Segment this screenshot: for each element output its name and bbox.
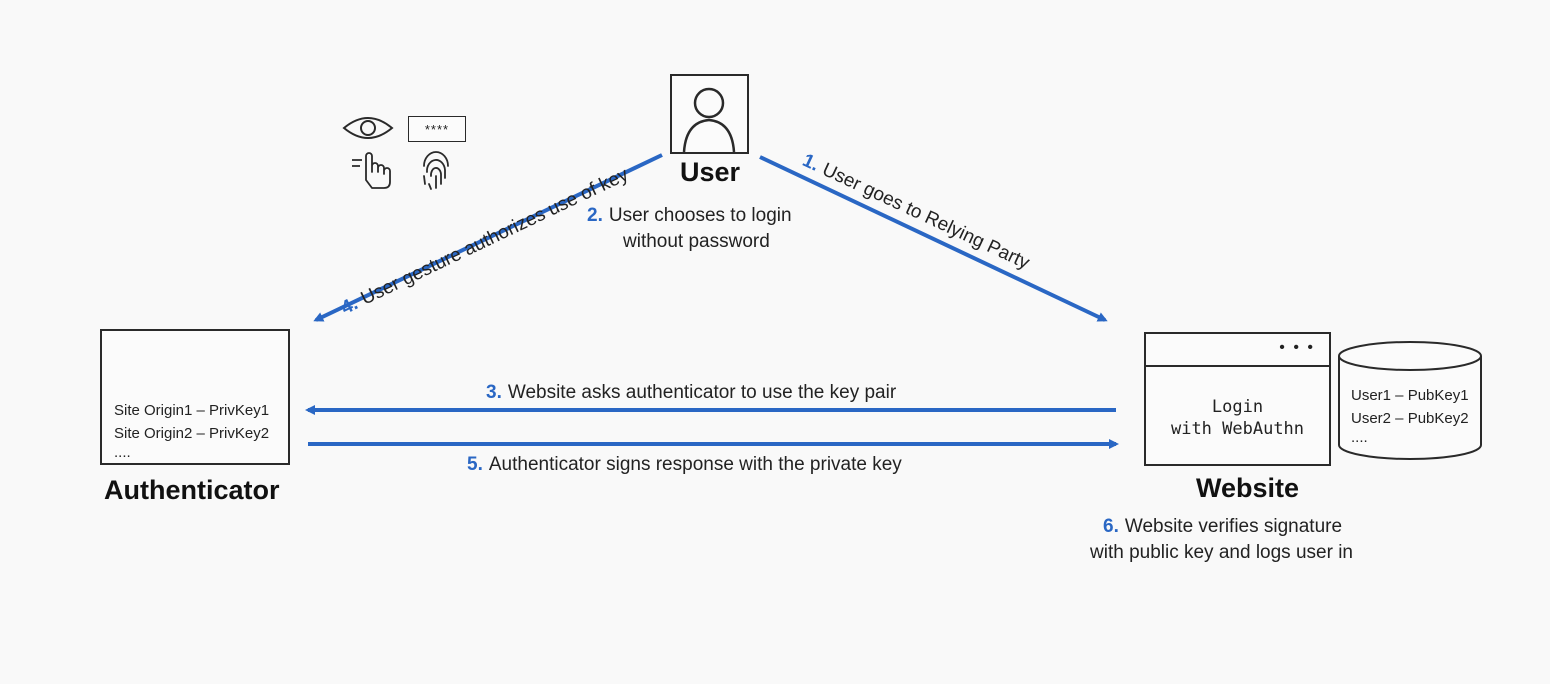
step-5-label: 5.Authenticator signs response with the … <box>467 454 902 476</box>
database-cylinder <box>1338 341 1482 460</box>
fingerprint-icon <box>423 151 449 190</box>
eye-icon <box>342 117 394 139</box>
step-2-label: 2.User chooses to login <box>587 205 792 227</box>
window-dots-icon: • • • <box>1279 339 1315 356</box>
database-key-list: User1 – PubKey1 User2 – PubKey2 .... <box>1351 384 1469 446</box>
arrow-user-to-website <box>759 155 1108 322</box>
touch-icon <box>352 152 391 189</box>
authenticator-entry: Site Origin2 – PrivKey2 <box>114 425 270 442</box>
authenticator-key-list: Site Origin1 – PrivKey1 Site Origin2 – P… <box>114 399 269 461</box>
login-line-2: with WebAuthn <box>1170 419 1305 439</box>
step-5-number: 5. <box>467 454 483 475</box>
database-entry: User2 – PubKey2 <box>1351 410 1469 427</box>
login-panel: Login with WebAuthn <box>1146 396 1329 440</box>
website-title-bar: • • • <box>1146 334 1329 367</box>
step-3-label: 3.Website asks authenticator to use the … <box>486 382 896 404</box>
step-3-number: 3. <box>486 382 502 403</box>
website-window: • • • Login with WebAuthn <box>1144 332 1331 466</box>
arrow-user-to-authenticator <box>313 153 663 322</box>
authenticator-entry: .... <box>114 444 131 461</box>
step-5-text: Authenticator signs response with the pr… <box>488 454 902 475</box>
step-2-line2: without password <box>623 231 770 252</box>
step-6-line1: Website verifies signature <box>1124 516 1343 537</box>
database-entry: .... <box>1351 429 1368 446</box>
database-entry: User1 – PubKey1 <box>1351 387 1469 404</box>
authenticator-title: Authenticator <box>104 475 280 505</box>
step-2-line1: User chooses to login <box>608 205 792 226</box>
pin-field-text: **** <box>424 121 450 137</box>
user-avatar-icon <box>670 74 749 154</box>
step-6-number: 6. <box>1103 516 1119 537</box>
step-3-text: Website asks authenticator to use the ke… <box>507 382 897 403</box>
authenticator-entry: Site Origin1 – PrivKey1 <box>114 402 270 419</box>
step-6-label: 6.Website verifies signature <box>1103 516 1342 538</box>
website-title: Website <box>1196 473 1300 503</box>
step-6-line2: with public key and logs user in <box>1090 542 1353 563</box>
step-2-number: 2. <box>587 205 603 226</box>
authenticator-box: Site Origin1 – PrivKey1 Site Origin2 – P… <box>100 329 290 465</box>
user-title: User <box>680 157 741 187</box>
pin-field-icon: **** <box>408 116 466 142</box>
login-line-1: Login <box>1211 397 1264 417</box>
